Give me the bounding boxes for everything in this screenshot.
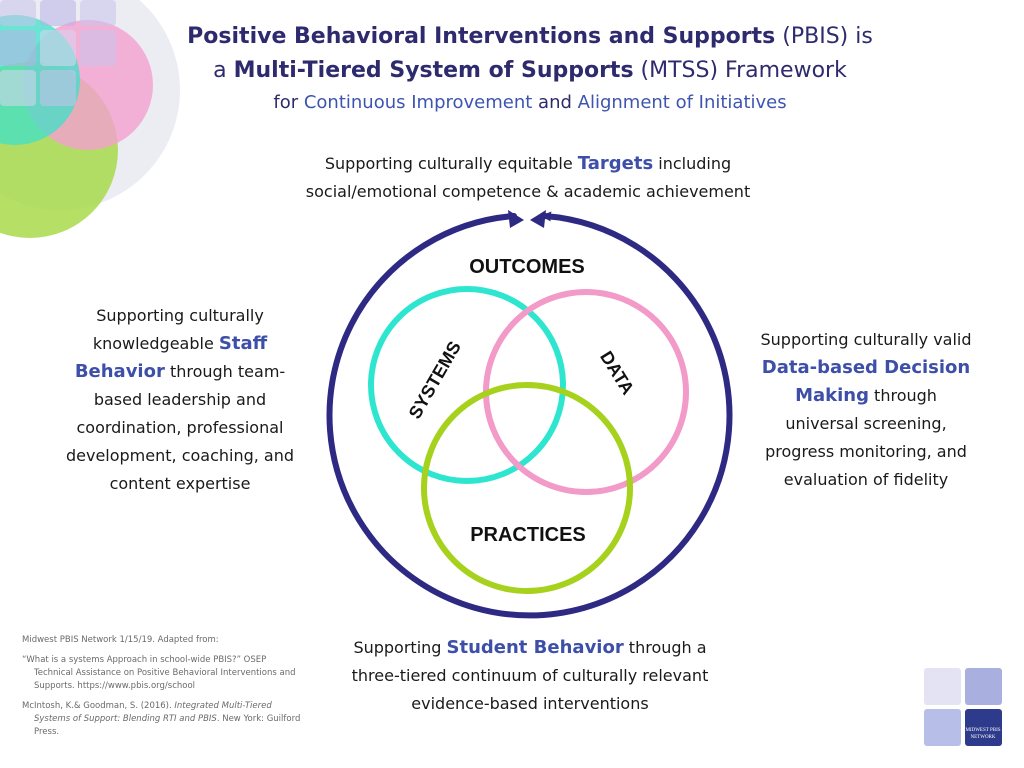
outer-arrowhead-right [530,210,546,228]
data-decision-text: Supporting culturally valid Data-based D… [760,330,972,489]
references: Midwest PBIS Network 1/15/19. Adapted fr… [22,634,302,746]
systems-circle [368,286,566,484]
targets-text: Supporting culturally equitable Targets … [305,153,751,201]
data-label: DATA [596,347,638,398]
student-behavior-keyword: Student Behavior [446,637,624,658]
reference-2: “What is a systems Approach in school-wi… [22,655,296,691]
outer-cycle-arrow-left [326,211,733,619]
decorative-corner-circles [0,0,180,238]
title-line-1: Positive Behavioral Interventions and Su… [187,24,873,49]
outer-arrowhead-left [508,210,524,228]
practices-label: PRACTICES [470,524,586,546]
pbis-venn-diagram: OUTCOMES SYSTEMS DATA PRACTICES [326,210,733,619]
practices-circle [421,382,633,594]
data-decision-keyword: Data-based Decision Making [761,357,971,406]
title-line-2: a Multi-Tiered System of Supports (MTSS)… [213,58,847,83]
svg-text:NETWORK: NETWORK [971,735,996,740]
reference-3: McIntosh, K.& Goodman, S. (2016). Integr… [22,701,301,737]
reference-1: Midwest PBIS Network 1/15/19. Adapted fr… [22,635,219,645]
targets-keyword: Targets [577,153,654,174]
student-behavior-text: Supporting Student Behavior through a th… [351,637,709,713]
midwest-pbis-network-logo: MIDWEST PBIS NETWORK [924,668,1002,746]
logo-text: MIDWEST PBIS [965,728,1000,733]
title-line-3: for Continuous Improvement and Alignment… [273,92,787,113]
page-title: Positive Behavioral Interventions and Su… [120,20,940,118]
staff-behavior-keyword: Staff Behavior [74,333,268,382]
data-circle [483,289,689,495]
staff-behavior-text: Supporting culturally knowledgeable Staf… [65,306,295,493]
outcomes-label: OUTCOMES [469,256,585,278]
